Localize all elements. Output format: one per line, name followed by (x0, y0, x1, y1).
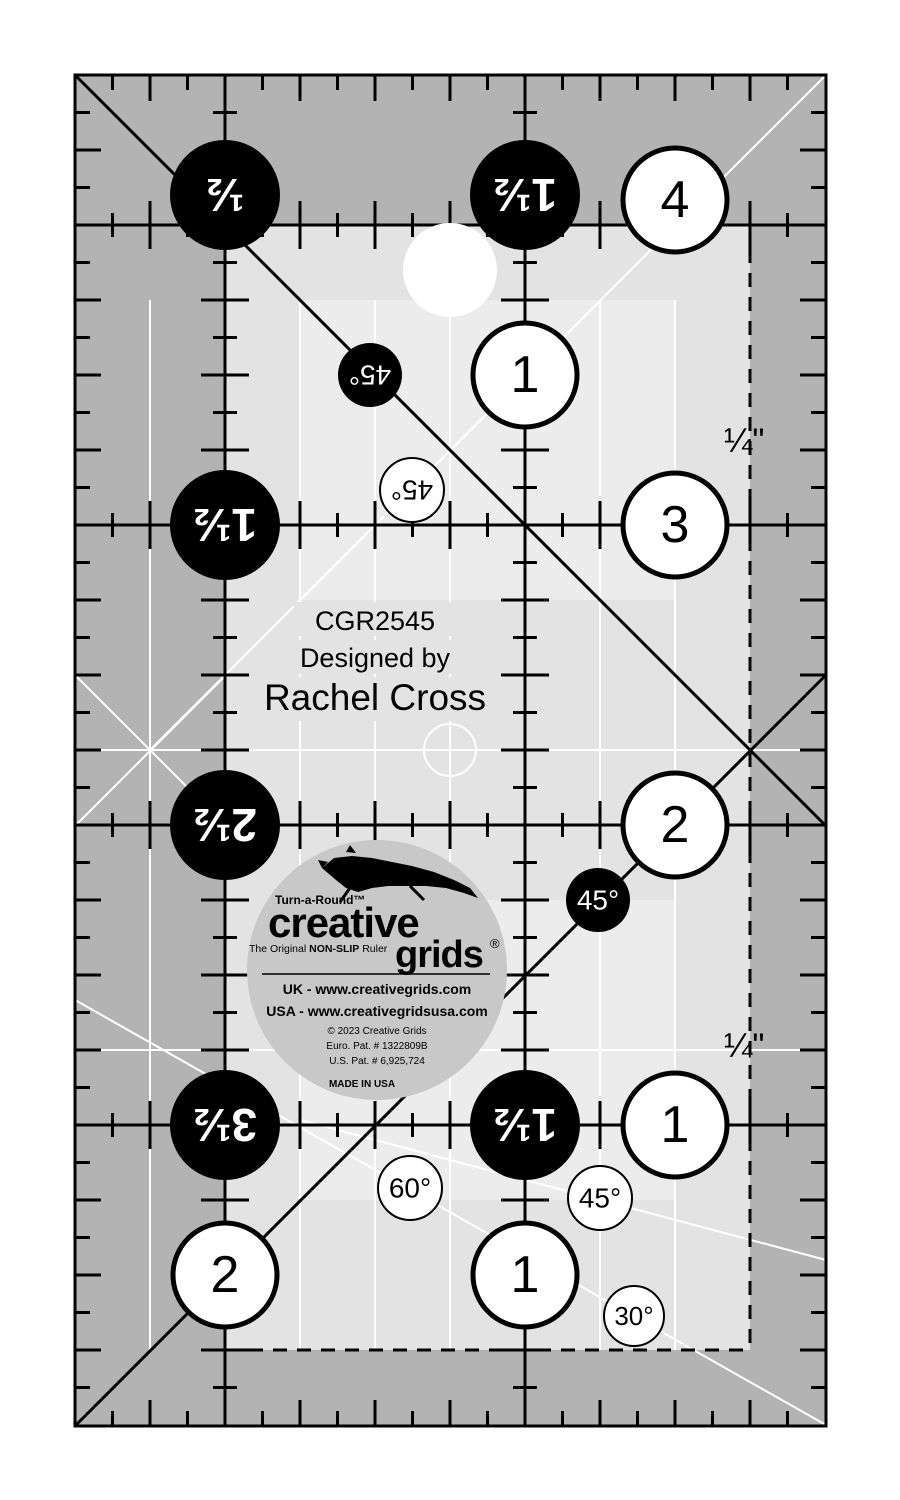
svg-text:1: 1 (511, 346, 540, 404)
quarter-inch-dashed-lines (225, 225, 752, 1352)
logo-brand-grids: grids (395, 934, 483, 976)
quarter-inch-label-bottom: ¼" (724, 1027, 764, 1065)
hanging-hole (403, 223, 497, 317)
angle-marker-45-black: 45° (566, 868, 630, 932)
product-label: CGR2545 Designed by Rachel Cross (256, 602, 496, 721)
fraction-marker-half: ½ (170, 140, 280, 250)
svg-text:2: 2 (661, 796, 690, 854)
number-marker-4: 4 (620, 145, 730, 255)
svg-text:1½: 1½ (493, 1099, 557, 1151)
logo-subline: The Original NON-SLIP Ruler (249, 943, 388, 955)
number-marker-3: 3 (620, 470, 730, 580)
svg-text:45°: 45° (391, 475, 433, 506)
fraction-marker-one-half-top: 1½ (470, 140, 580, 250)
logo-made-in: MADE IN USA (329, 1079, 395, 1090)
angle-marker-45-black-inverted: 45° (338, 343, 402, 407)
svg-text:4: 4 (661, 171, 690, 229)
svg-text:60°: 60° (389, 1173, 431, 1204)
angle-marker-60: 60° (377, 1155, 443, 1221)
logo-copyright: © 2023 Creative Grids (327, 1026, 426, 1037)
logo-tagline: Turn-a-Round™ (275, 893, 365, 907)
logo-usa-url: USA - www.creativegridsusa.com (266, 1003, 487, 1019)
brand-logo-disc: Turn-a-Round™ creative grids ® The Origi… (247, 840, 507, 1100)
designed-by: Designed by (300, 643, 451, 673)
quarter-inch-label-top: ¼" (724, 422, 764, 460)
svg-text:½: ½ (206, 169, 244, 221)
angle-markers: 45° 45° 45° 60° 45° 30° (338, 343, 665, 1347)
fraction-markers: ½ 1½ 1½ 2½ 3½ 1½ (170, 140, 580, 1180)
svg-text:1½: 1½ (193, 499, 257, 551)
svg-text:1: 1 (661, 1096, 690, 1154)
angle-marker-45-white-inverted: 45° (379, 457, 445, 523)
fox-icon (318, 845, 478, 903)
svg-text:3: 3 (661, 496, 690, 554)
fraction-marker-two-half: 2½ (170, 770, 280, 880)
designer-name: Rachel Cross (264, 677, 486, 718)
number-marker-1-bottom: 1 (470, 1220, 580, 1330)
logo-brand-creative: creative (268, 899, 419, 946)
ruler-outline (73, 73, 828, 1428)
svg-text:2½: 2½ (193, 799, 257, 851)
number-marker-1-upper: 1 (470, 320, 580, 430)
model-number: CGR2545 (315, 606, 435, 636)
fraction-marker-one-half-left: 1½ (170, 470, 280, 580)
svg-text:2: 2 (211, 1246, 240, 1304)
svg-text:3½: 3½ (193, 1099, 257, 1151)
svg-text:1: 1 (511, 1246, 540, 1304)
logo-registered: ® (490, 936, 500, 951)
svg-text:1½: 1½ (493, 169, 557, 221)
svg-text:30°: 30° (614, 1301, 653, 1331)
number-marker-2-right: 2 (620, 770, 730, 880)
number-markers: 4 1 3 2 1 2 1 (170, 145, 730, 1330)
fraction-marker-one-half-bottom: 1½ (470, 1070, 580, 1180)
svg-text:45°: 45° (579, 1183, 621, 1214)
angle-marker-30: 30° (603, 1285, 665, 1347)
angle-marker-45: 45° (567, 1165, 633, 1231)
number-marker-1-right: 1 (620, 1070, 730, 1180)
fraction-marker-three-half: 3½ (170, 1070, 280, 1180)
svg-text:45°: 45° (577, 885, 619, 916)
logo-us-patent: U.S. Pat. # 6,925,724 (329, 1056, 425, 1067)
logo-euro-patent: Euro. Pat. # 1322809B (326, 1041, 428, 1052)
svg-text:45°: 45° (349, 360, 391, 391)
number-marker-2-bottom: 2 (170, 1220, 280, 1330)
logo-uk-url: UK - www.creativegrids.com (283, 981, 472, 997)
